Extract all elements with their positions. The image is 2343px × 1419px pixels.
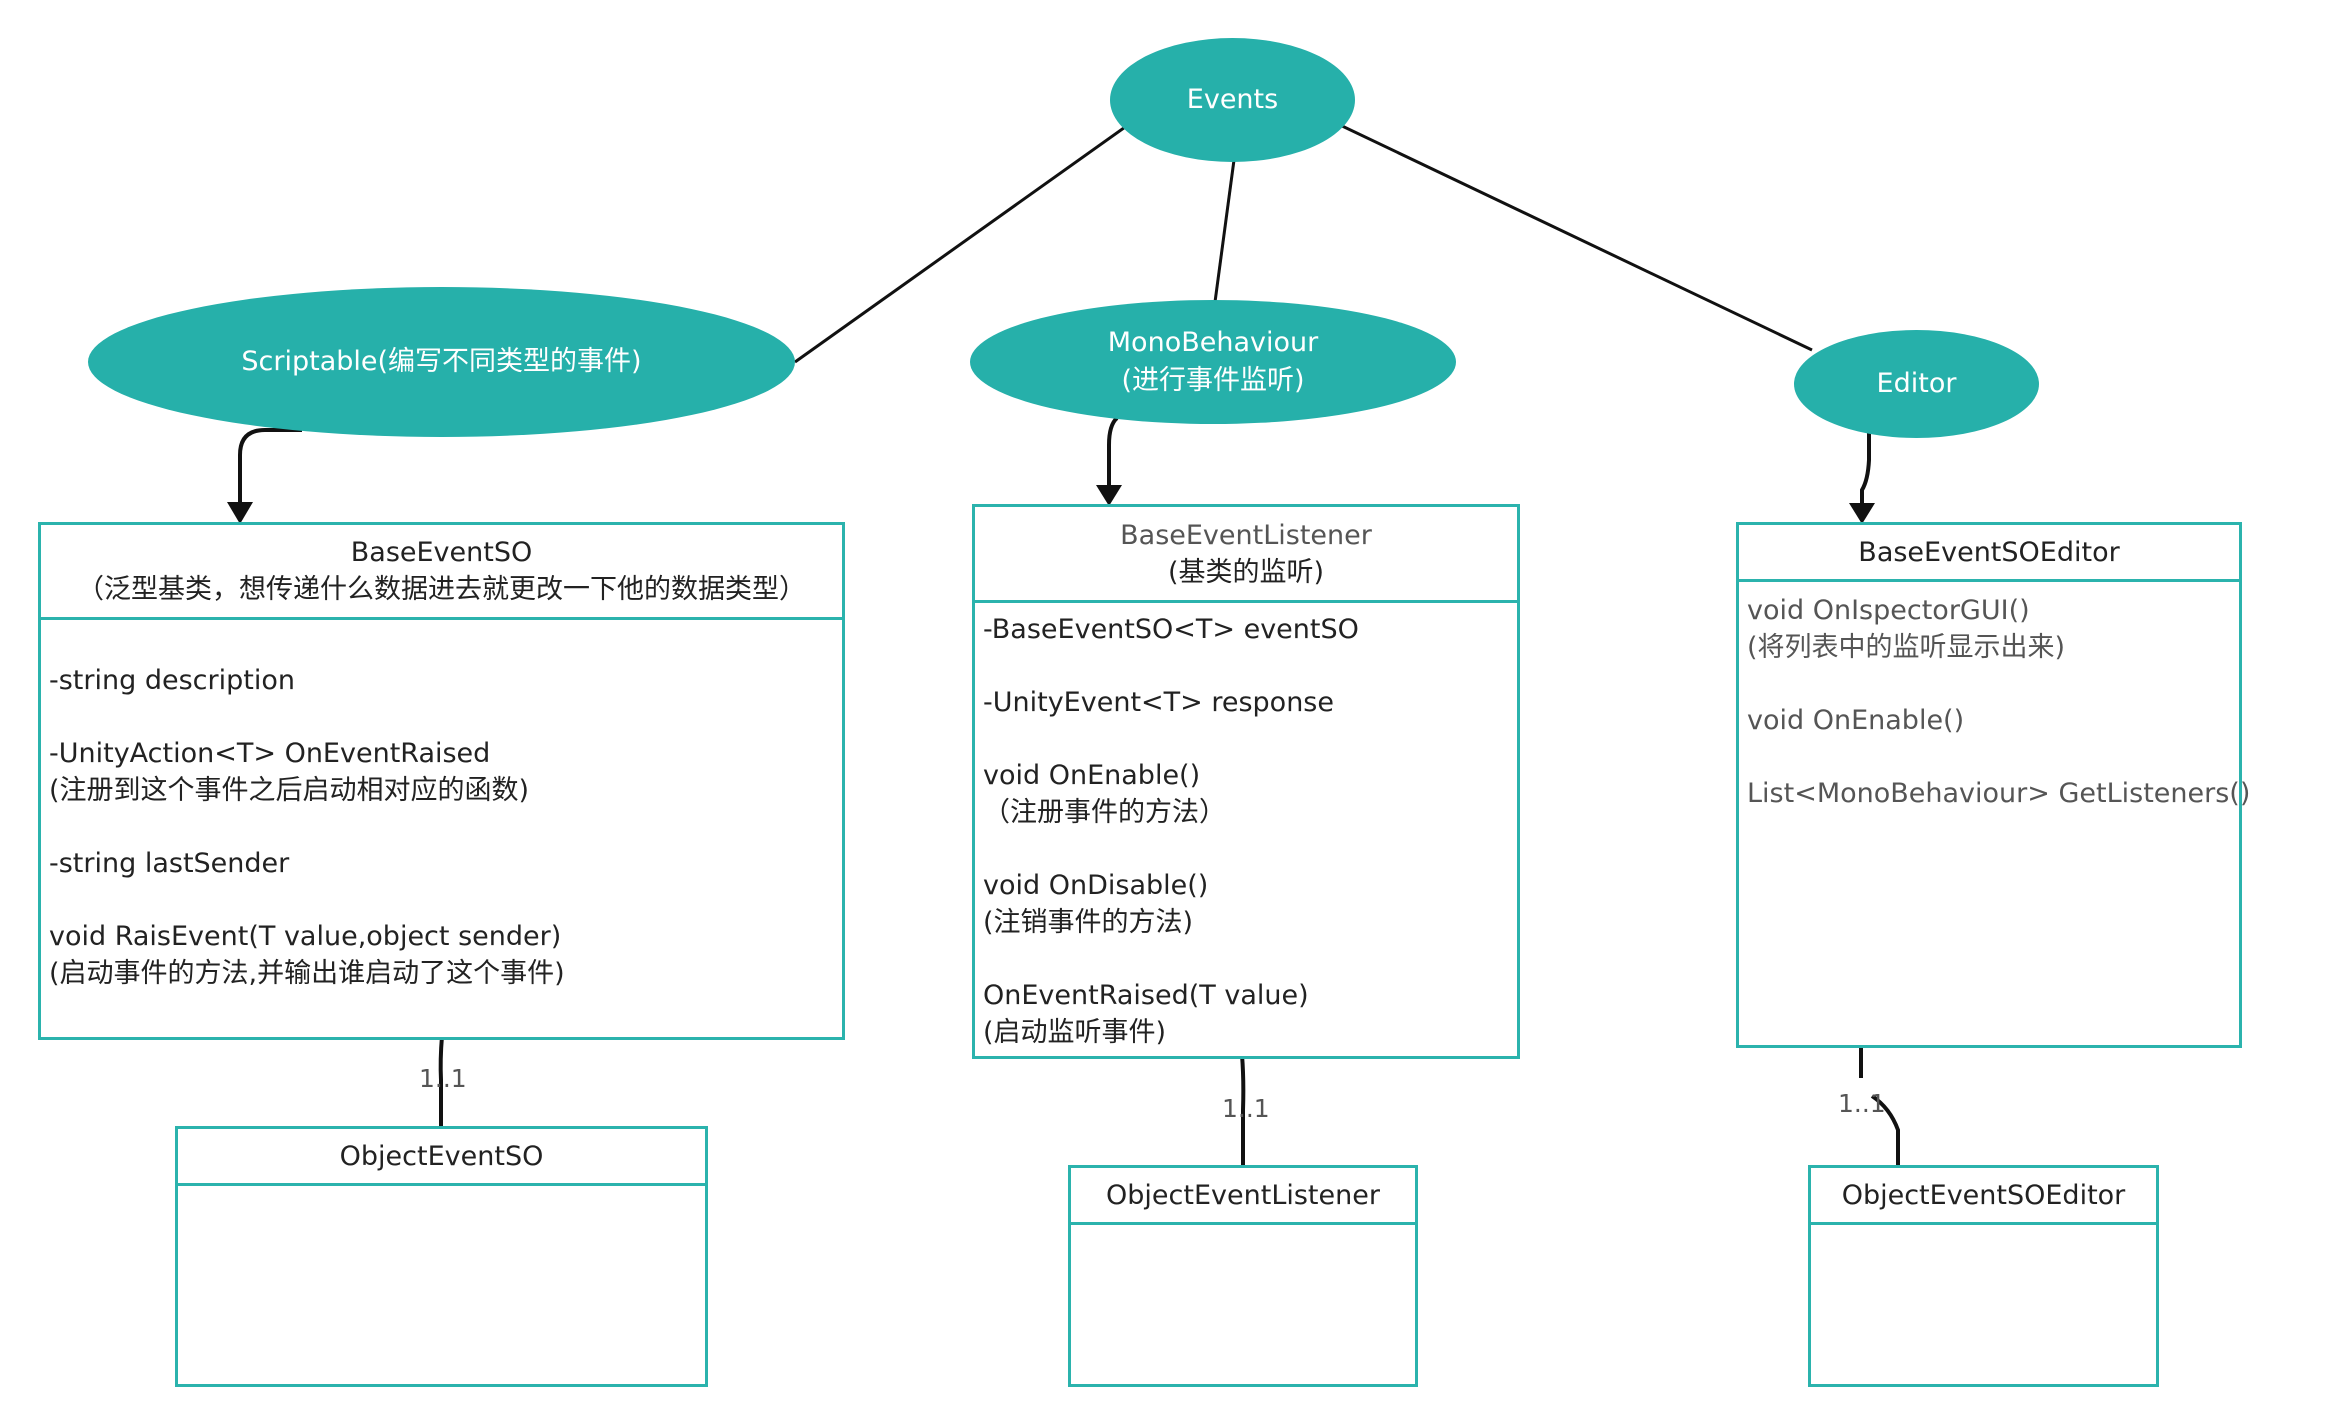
class-header: ObjectEventListener <box>1071 1168 1415 1225</box>
class-base-event-so-editor[interactable]: BaseEventSOEditor void OnIspectorGUI() (… <box>1736 522 2251 1048</box>
arrow-editor-baseeventsoeditor <box>1860 432 1871 505</box>
class-members: void OnIspectorGUI() (将列表中的监听显示出来) void … <box>1739 582 2251 812</box>
class-members: -string description -UnityAction<T> OnEv… <box>41 620 842 992</box>
edge-baseeventsoeditor-objecteventsoeditor <box>1859 1044 1900 1165</box>
member-gap <box>983 721 1517 757</box>
member-oneventraised-note: (注册到这个事件之后启动相对应的函数) <box>49 775 530 806</box>
class-members: -BaseEventSO<T> eventSO -UnityEvent<T> r… <box>975 603 1517 1051</box>
editor-label: Editor <box>1876 368 1957 399</box>
arrow-mono-baseeventlistener <box>1107 416 1119 490</box>
editor-node[interactable]: Editor <box>1794 330 2039 438</box>
class-base-event-listener[interactable]: BaseEventListener (基类的监听) -BaseEventSO<T… <box>972 504 1520 1059</box>
events-node[interactable]: Events <box>1110 38 1355 162</box>
member-gap <box>49 699 842 735</box>
scriptable-node[interactable]: Scriptable(编写不同类型的事件) <box>88 287 795 437</box>
class-base-event-so[interactable]: BaseEventSO （泛型基类，想传递什么数据进去就更改一下他的数据类型） … <box>38 522 845 1040</box>
member-oneventraised-note: (启动监听事件) <box>983 1017 1167 1048</box>
monobehaviour-node[interactable]: MonoBehaviour (进行事件监听) <box>970 300 1456 424</box>
member-ondisable: void OnDisable() <box>983 870 1209 901</box>
monobehaviour-label-2: (进行事件监听) <box>1121 365 1305 396</box>
member-gap <box>49 882 842 918</box>
member-raisevent-note: (启动事件的方法,并输出谁启动了这个事件) <box>49 958 565 989</box>
member-description: -string description <box>49 665 295 696</box>
arrowhead-baseeventlistener <box>1096 485 1122 506</box>
member-oninspectorgui: void OnIspectorGUI() <box>1747 595 2030 626</box>
member-gap <box>983 648 1517 684</box>
edge-baseeventso-objecteventso <box>438 1035 444 1126</box>
arrowhead-baseeventsoeditor <box>1849 503 1875 524</box>
edge-events-scriptable <box>794 123 1129 364</box>
events-label: Events <box>1186 84 1279 115</box>
member-oneventraised: OnEventRaised(T value) <box>983 980 1309 1011</box>
edge-baseeventlistener-objecteventlistener <box>1240 1054 1246 1165</box>
class-header: ObjectEventSO <box>178 1129 705 1186</box>
class-header: BaseEventSO （泛型基类，想传递什么数据进去就更改一下他的数据类型） <box>41 525 842 620</box>
class-title: ObjectEventListener <box>1106 1179 1380 1211</box>
monobehaviour-label-1: MonoBehaviour <box>1107 327 1319 358</box>
member-gap <box>983 831 1517 867</box>
class-title: BaseEventListener <box>1120 519 1372 551</box>
member-onenable: void OnEnable() <box>983 760 1201 791</box>
member-onenable-note: （注册事件的方法） <box>983 797 1226 828</box>
class-object-event-so[interactable]: ObjectEventSO <box>175 1126 708 1387</box>
member-eventso: -BaseEventSO<T> eventSO <box>983 614 1359 645</box>
class-subtitle: (基类的监听) <box>1167 556 1325 588</box>
arrowhead-baseeventso <box>227 502 253 524</box>
class-header: BaseEventSOEditor <box>1739 525 2239 582</box>
member-response: -UnityEvent<T> response <box>983 687 1334 718</box>
member-gap <box>49 809 842 845</box>
member-raisevent: void RaisEvent(T value,object sender) <box>49 921 562 952</box>
member-gap <box>1747 666 2239 702</box>
multiplicity-editor: 1..1 <box>1838 1089 1886 1118</box>
member-gap <box>1747 739 2239 775</box>
arrow-scriptable-baseeventso <box>238 428 302 508</box>
edge-events-editor <box>1339 123 1813 352</box>
class-title: ObjectEventSOEditor <box>1841 1179 2126 1211</box>
member-getlisteners: List<MonoBehaviour> GetListeners() <box>1747 778 2251 809</box>
class-subtitle: （泛型基类，想传递什么数据进去就更改一下他的数据类型） <box>77 574 806 605</box>
multiplicity-listener: 1..1 <box>1222 1094 1270 1123</box>
edge-events-mono <box>1213 159 1236 303</box>
class-object-event-so-editor[interactable]: ObjectEventSOEditor <box>1808 1165 2159 1387</box>
member-gap <box>983 941 1517 977</box>
member-onenable: void OnEnable() <box>1747 705 1965 736</box>
class-header: BaseEventListener (基类的监听) <box>975 507 1517 603</box>
member-oneventraised: -UnityAction<T> OnEventRaised <box>49 738 491 769</box>
scriptable-label: Scriptable(编写不同类型的事件) <box>241 346 642 377</box>
member-ondisable-note: (注销事件的方法) <box>983 907 1194 938</box>
member-lastsender: -string lastSender <box>49 848 290 879</box>
class-header: ObjectEventSOEditor <box>1811 1168 2156 1225</box>
member-oninspectorgui-note: (将列表中的监听显示出来) <box>1747 632 2066 663</box>
class-object-event-listener[interactable]: ObjectEventListener <box>1068 1165 1418 1387</box>
class-title: BaseEventSO <box>350 537 533 568</box>
multiplicity-so: 1..1 <box>419 1064 467 1093</box>
class-title: BaseEventSOEditor <box>1858 536 2120 568</box>
class-title: ObjectEventSO <box>339 1140 544 1172</box>
